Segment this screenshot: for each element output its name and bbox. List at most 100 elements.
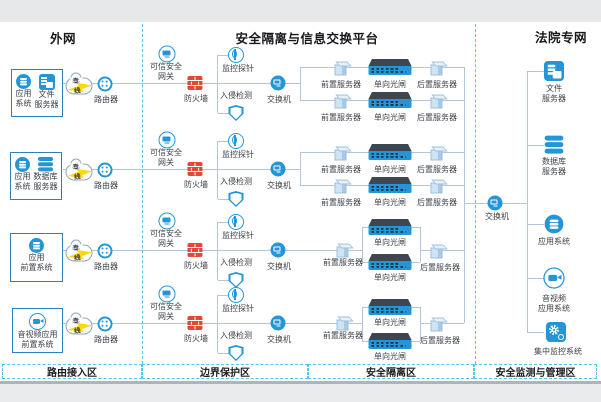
- front-server-label: 前置服务器: [321, 198, 361, 207]
- router-label: 路由器: [94, 335, 118, 344]
- bottom-gray-band: [0, 384, 601, 402]
- switch-icon: [270, 161, 286, 177]
- bottom-shadow-line: [0, 381, 601, 384]
- external-system-box-app-db: 应用系统数据库服务器: [10, 152, 62, 200]
- intrusion-detection-shield-icon: [229, 272, 244, 288]
- dedicated-line-label: 专线: [71, 163, 81, 182]
- ids-label: 入侵检测: [220, 91, 252, 100]
- firewall-label: 防火墙: [184, 94, 208, 103]
- dedicated-line-cloud-icon: 专线: [65, 158, 93, 182]
- connector-line: [217, 141, 218, 199]
- switch-label: 交换机: [485, 212, 509, 221]
- rear-server-icon: [430, 146, 444, 160]
- front-server-label: 前置服务器: [321, 113, 361, 122]
- front-server-icon: [336, 316, 350, 330]
- av-app-system-icon: [543, 267, 565, 289]
- probe-label: 监控探针: [222, 64, 254, 73]
- zone-label-security-monitoring: 安全监测与管理区: [474, 364, 597, 379]
- connector-line: [362, 227, 369, 228]
- front-server-label: 前置服务器: [323, 331, 363, 340]
- front-server-label: 前置服务器: [321, 165, 361, 174]
- rear-server-label: 后置服务器: [417, 113, 457, 122]
- probe-label: 监控探针: [222, 150, 254, 159]
- one-way-gate-label: 单向光闸: [374, 80, 406, 89]
- trusted-gateway-label: 可信安全网关: [150, 62, 182, 81]
- switch-icon: [270, 75, 286, 91]
- switch-icon: [270, 315, 286, 331]
- one-way-gate-label: 单向光闸: [374, 113, 406, 122]
- connector-line: [217, 55, 218, 113]
- zone-label-routing-access: 路由接入区: [2, 364, 142, 379]
- front-server-icon: [334, 61, 348, 75]
- connector-line: [218, 55, 229, 56]
- external-system-app-db: 数据库服务器: [34, 157, 58, 191]
- connector-line: [411, 227, 420, 228]
- rear-server-label: 后置服务器: [417, 80, 457, 89]
- front-server-icon: [334, 179, 348, 193]
- file-server-icon: [544, 61, 564, 81]
- av-app-system-label: 音视频应用系统: [538, 294, 570, 313]
- firewall-icon: [187, 76, 203, 90]
- app-system-icon: [544, 214, 564, 234]
- connector-line: [527, 278, 544, 279]
- switch-label: 交换机: [267, 262, 291, 271]
- connector-line: [527, 71, 544, 72]
- db-system-icon: [38, 157, 53, 172]
- dedicated-line-cloud-icon: 专线: [65, 312, 93, 336]
- rear-server-label: 后置服务器: [420, 263, 460, 272]
- firewall-label: 防火墙: [184, 180, 208, 189]
- connector-line: [527, 332, 544, 333]
- one-way-gate-label: 单向光闸: [374, 238, 406, 247]
- connector-line: [362, 341, 369, 342]
- external-system-app-file: 应用系统: [16, 74, 32, 108]
- app-system-icon: [15, 157, 30, 172]
- external-system-app-front: 应用前置系统: [21, 238, 53, 272]
- connector-line: [464, 67, 465, 323]
- front-server-icon: [336, 243, 350, 257]
- router-icon: [97, 316, 113, 332]
- external-system-box-app-front: 应用前置系统: [10, 233, 63, 282]
- connector-line: [362, 307, 369, 308]
- router-icon: [97, 243, 113, 259]
- connector-line: [527, 145, 544, 146]
- intrusion-detection-shield-icon: [229, 191, 244, 207]
- connector-line: [420, 227, 421, 262]
- external-system-app-db: 应用系统: [15, 157, 31, 191]
- one-way-gate-label: 单向光闸: [374, 318, 406, 327]
- connector-line: [362, 227, 363, 262]
- router-icon: [97, 162, 113, 178]
- top-gray-band: [0, 0, 601, 22]
- dedicated-line-label: 专线: [71, 77, 81, 96]
- file-server-label: 文件服务器: [542, 84, 566, 103]
- connector-line: [218, 295, 229, 296]
- shield-fill: [235, 274, 241, 281]
- rear-server-label: 后置服务器: [417, 198, 457, 207]
- connector-line: [63, 250, 362, 251]
- external-system-box-app-file: 应用系统文件服务器: [11, 69, 63, 117]
- switch-icon: [487, 195, 503, 211]
- monitor-probe-icon: [228, 287, 244, 303]
- probe-label: 监控探针: [222, 231, 254, 240]
- external-system-box-av-front: 音视频应用前置系统: [12, 308, 63, 353]
- front-server-label: 前置服务器: [323, 258, 363, 267]
- rear-server-icon: [430, 244, 444, 258]
- app-system-icon: [29, 238, 44, 253]
- dedicated-line-cloud-icon: 专线: [65, 239, 93, 263]
- router-label: 路由器: [94, 262, 118, 271]
- firewall-label: 防火墙: [184, 261, 208, 270]
- central-monitoring-system-icon: [546, 322, 566, 342]
- one-way-optical-gate-icon: [368, 177, 412, 193]
- trusted-gateway-icon: [158, 45, 176, 63]
- connector-line: [411, 307, 420, 308]
- one-way-gate-label: 单向光闸: [374, 352, 406, 361]
- shield-fill: [235, 193, 241, 200]
- trusted-gateway-label: 可信安全网关: [150, 302, 182, 321]
- connector-line: [63, 323, 362, 324]
- monitor-probe-icon: [228, 47, 244, 63]
- one-way-gate-label: 单向光闸: [374, 273, 406, 282]
- connector-line: [420, 307, 421, 341]
- one-way-gate-label: 单向光闸: [374, 198, 406, 207]
- probe-label: 监控探针: [222, 304, 254, 313]
- ids-label: 入侵检测: [220, 331, 252, 340]
- trusted-gateway-icon: [158, 285, 176, 303]
